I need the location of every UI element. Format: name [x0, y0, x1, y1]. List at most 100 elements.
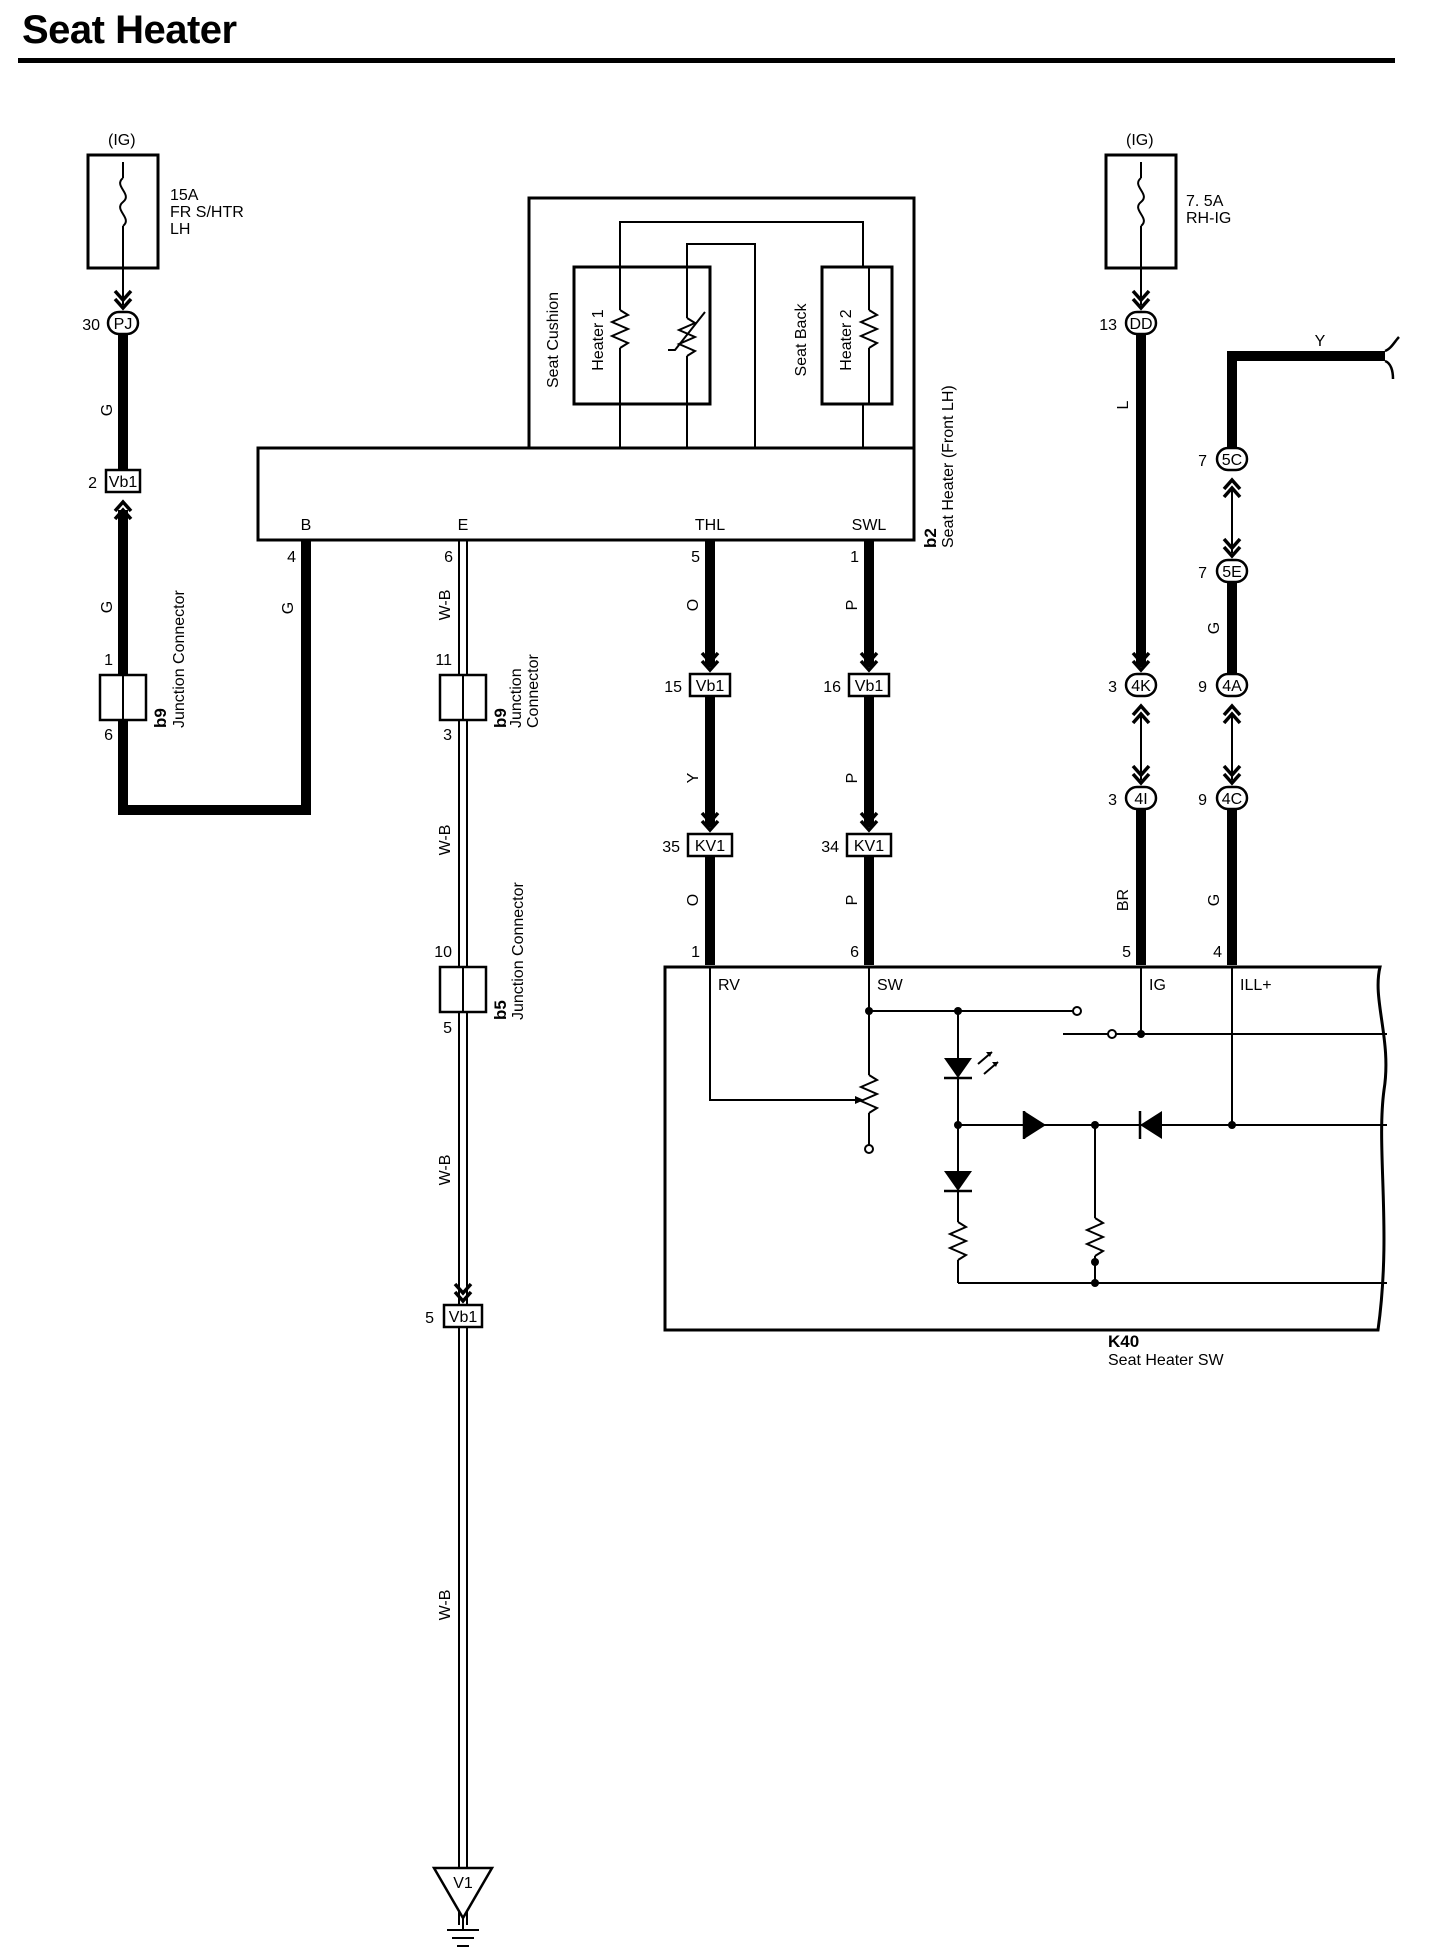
svg-text:(IG): (IG)	[1126, 132, 1154, 149]
connector-vb1-2: Vb1 2	[88, 468, 142, 494]
junction-b9-mid: 11 3 b9 Junction Connector	[435, 652, 542, 744]
wire-color-label: Y	[1315, 333, 1326, 350]
wire-color-label: G	[99, 601, 116, 613]
pin-label: 15	[664, 679, 682, 696]
wire-color-label: W-B	[437, 590, 454, 621]
wire-color-label: W-B	[437, 1590, 454, 1621]
wire-color-label: Y	[685, 772, 702, 783]
connector-vb1-16: Vb1 16	[823, 672, 891, 698]
pin-label: 2	[88, 475, 97, 492]
connector-vb1-5: Vb1 5	[425, 1303, 484, 1329]
wire-color-label: G	[99, 404, 116, 416]
diode-icon	[1140, 1111, 1162, 1139]
wire-wb	[458, 540, 468, 1925]
wire-color-label: P	[844, 600, 861, 611]
wire-color-label: P	[844, 773, 861, 784]
svg-text:ILL+: ILL+	[1240, 977, 1272, 994]
svg-text:11: 11	[435, 652, 452, 669]
svg-text:B: B	[301, 517, 312, 534]
svg-text:Junction: Junction	[508, 668, 525, 728]
svg-text:SWL: SWL	[852, 517, 887, 534]
thermistor-icon	[676, 317, 698, 357]
wire-color-label: O	[685, 599, 702, 611]
svg-text:Seat Heater SW: Seat Heater SW	[1108, 1352, 1225, 1369]
ground-v1: V1	[431, 1866, 495, 1947]
connector-5c: 5C 7	[1198, 446, 1249, 472]
wire-color-label: G	[1206, 894, 1223, 906]
svg-text:PJ: PJ	[114, 316, 133, 333]
diode-icon	[1024, 1111, 1046, 1139]
seat-heater-b2: Seat Cushion Heater 1 Seat Back Heater 2…	[256, 196, 957, 566]
pin-label: 5	[425, 1310, 434, 1327]
pin-label: 7	[1198, 453, 1207, 470]
potentiometer-icon	[858, 1074, 880, 1114]
svg-text:Vb1: Vb1	[449, 1309, 478, 1326]
svg-text:10: 10	[434, 944, 452, 961]
svg-text:SW: SW	[877, 977, 904, 994]
svg-text:4C: 4C	[1222, 791, 1242, 808]
fuse-icon	[1137, 177, 1145, 227]
connector-pj: PJ 30	[82, 310, 140, 336]
heater1-label: Heater 1	[590, 309, 607, 370]
svg-text:IG: IG	[1149, 977, 1166, 994]
connector-dd: DD 13	[1099, 310, 1158, 336]
wire-color-label: W-B	[437, 825, 454, 856]
svg-text:5: 5	[1122, 944, 1131, 961]
svg-text:4: 4	[1213, 944, 1222, 961]
svg-text:1: 1	[104, 652, 113, 669]
svg-text:KV1: KV1	[854, 838, 884, 855]
wire-color-label: G	[280, 602, 297, 614]
fuse-name-line2: LH	[170, 221, 190, 238]
svg-text:b9: b9	[491, 708, 510, 728]
pin-label: 7	[1198, 565, 1207, 582]
pin-label: 9	[1198, 792, 1207, 809]
fuse-supply-label: (IG)	[108, 132, 136, 149]
svg-text:V1: V1	[453, 1875, 473, 1892]
wire-color-label: P	[844, 895, 861, 906]
junction-b9-left: 1 6 b9 Junction Connector	[98, 589, 188, 744]
pin-label: 34	[821, 839, 839, 856]
svg-text:K40: K40	[1108, 1332, 1139, 1351]
svg-text:Vb1: Vb1	[109, 474, 138, 491]
wire-color-label: O	[685, 894, 702, 906]
resistor-icon	[609, 309, 631, 349]
connector-4c: 4C 9	[1198, 785, 1249, 811]
svg-text:4I: 4I	[1134, 791, 1147, 808]
svg-text:RH-IG: RH-IG	[1186, 210, 1231, 227]
connector-5e: 5E 7	[1198, 558, 1249, 584]
svg-text:RV: RV	[718, 977, 740, 994]
svg-text:b9: b9	[151, 708, 170, 728]
svg-text:Seat Heater (Front LH): Seat Heater (Front LH)	[940, 385, 957, 548]
svg-text:Connector: Connector	[525, 654, 542, 728]
resistor-icon	[1084, 1217, 1106, 1257]
page-title: Seat Heater	[22, 8, 237, 52]
svg-text:KV1: KV1	[695, 838, 725, 855]
connector-kv1-34: KV1 34	[821, 832, 893, 858]
pin-label: 9	[1198, 679, 1207, 696]
svg-text:b2: b2	[921, 528, 940, 548]
seat-cushion-label: Seat Cushion	[545, 292, 562, 388]
wire-color-label: G	[1206, 622, 1223, 634]
svg-text:6: 6	[850, 944, 859, 961]
svg-text:5: 5	[443, 1020, 452, 1037]
svg-text:1: 1	[691, 944, 700, 961]
svg-text:Junction Connector: Junction Connector	[171, 589, 188, 728]
svg-text:b5: b5	[491, 1000, 510, 1020]
title-rule	[18, 58, 1395, 63]
svg-text:6: 6	[444, 549, 453, 566]
svg-text:1: 1	[850, 549, 859, 566]
connector-4i: 4I 3	[1108, 785, 1158, 811]
svg-text:5C: 5C	[1222, 452, 1242, 469]
pin-label: 13	[1099, 317, 1117, 334]
pin-label: 35	[662, 839, 680, 856]
connector-kv1-35: KV1 35	[662, 832, 734, 858]
svg-text:3: 3	[443, 727, 452, 744]
led-icon	[944, 1058, 972, 1078]
svg-text:4K: 4K	[1131, 678, 1151, 695]
svg-text:THL: THL	[695, 517, 725, 534]
svg-text:4: 4	[287, 549, 296, 566]
connector-4a: 4A 9	[1198, 672, 1249, 698]
fuse-7-5a: (IG) 7. 5A RH-IG	[1104, 132, 1231, 270]
resistor-icon	[858, 309, 880, 349]
heater2-label: Heater 2	[838, 309, 855, 370]
